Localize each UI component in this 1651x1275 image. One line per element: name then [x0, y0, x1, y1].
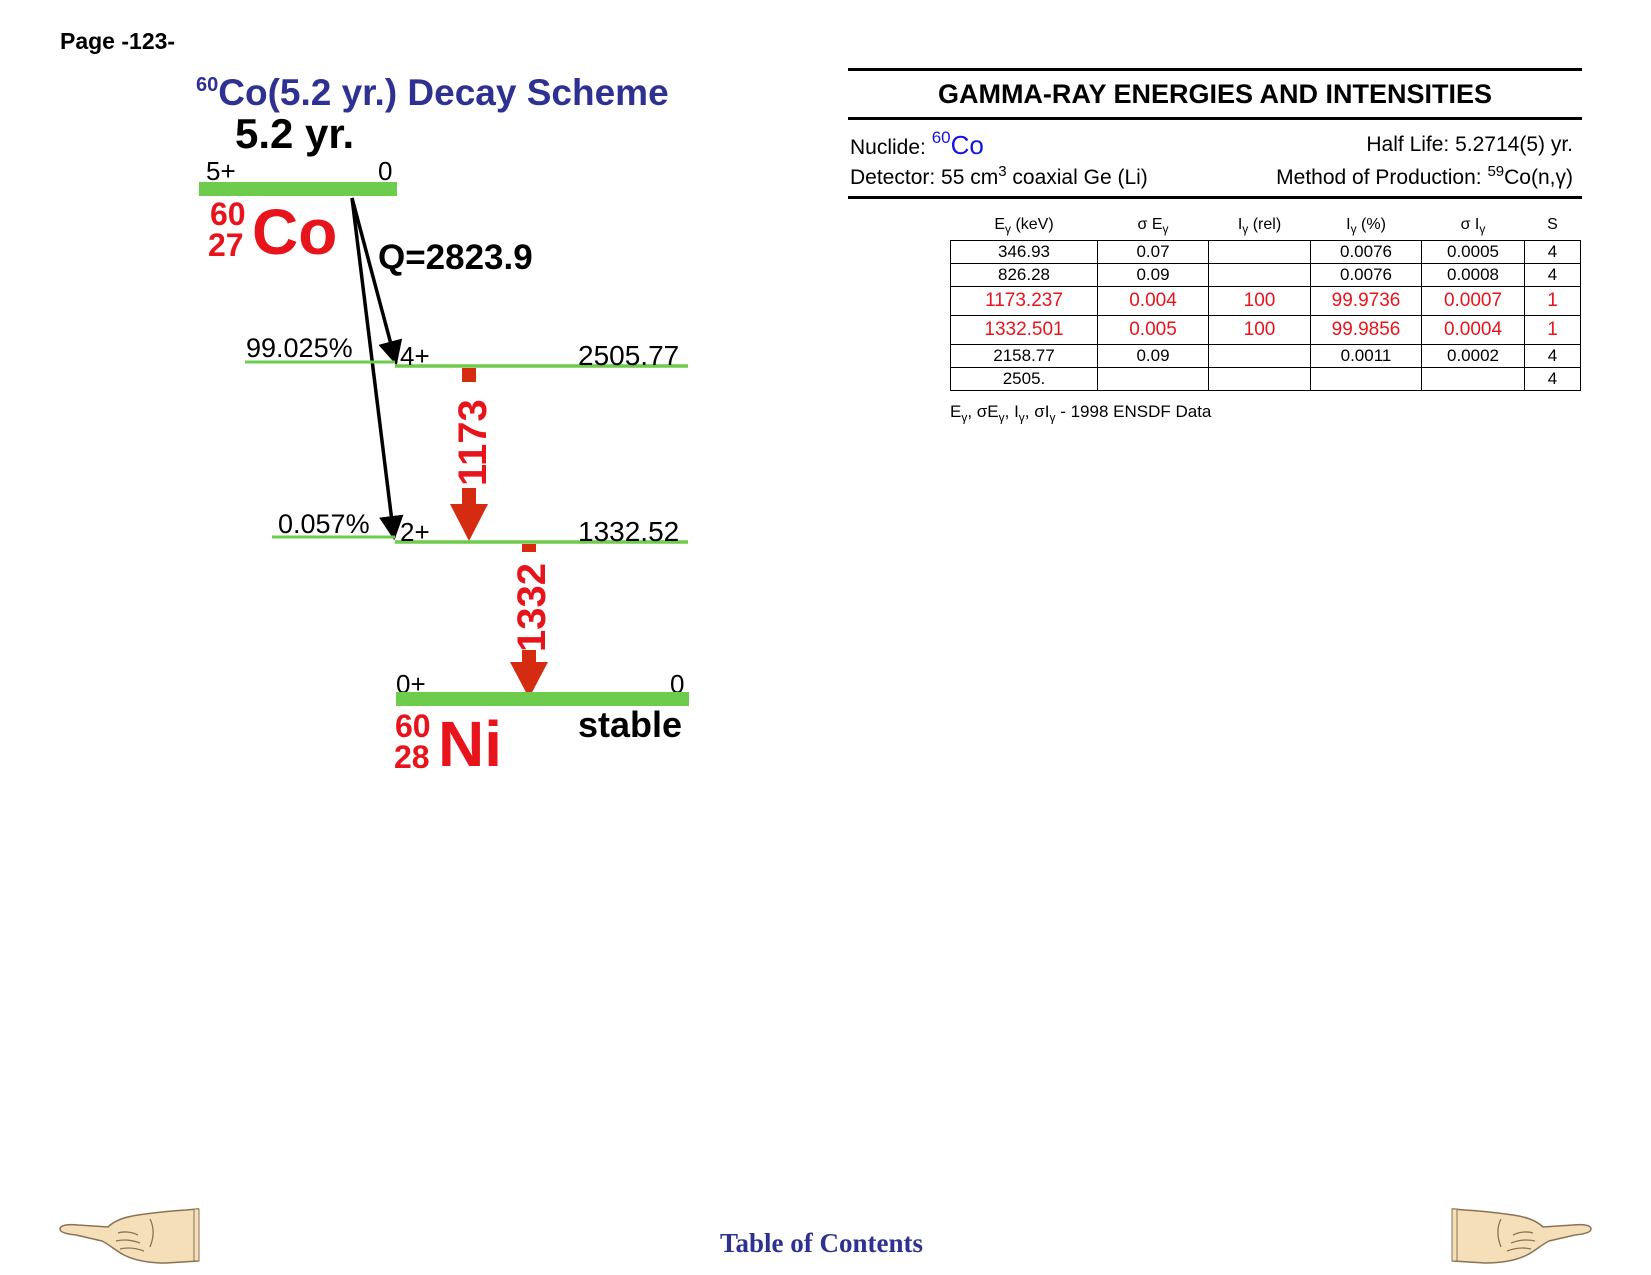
table-cell: 826.28	[950, 263, 1098, 287]
decay-scheme-title: 60Co(5.2 yr.) Decay Scheme	[196, 72, 669, 114]
nuclide-line: Nuclide: 60Co	[850, 128, 984, 161]
title-text: Co(5.2 yr.) Decay Scheme	[218, 72, 669, 113]
page-number: Page -123-	[60, 28, 176, 54]
table-cell	[1208, 344, 1311, 368]
column-header: σ Eγ	[1137, 215, 1169, 237]
table-cell: 1332.501	[950, 315, 1098, 345]
table-cell: 2158.77	[950, 344, 1098, 368]
level-spin-2plus: 2+	[400, 517, 430, 547]
daughter-mass-number: 60	[395, 708, 431, 744]
table-cell: 0.09	[1097, 263, 1209, 287]
table-cell: 4	[1524, 367, 1581, 391]
table-cell: 0.09	[1097, 344, 1209, 368]
table-cell	[1310, 367, 1422, 391]
table-header-row: Eγ (keV) σ Eγ Iγ (rel) Iγ (%) σ Iγ S	[951, 212, 1581, 241]
beta-branch-arrow-2plus	[350, 197, 404, 541]
parent-symbol: Co	[252, 196, 337, 268]
daughter-status: stable	[578, 704, 682, 745]
level-energy-4plus: 2505.77	[578, 340, 679, 371]
gamma-1173-label: 1173	[451, 399, 495, 486]
branch-ratio-4plus: 99.025%	[246, 333, 353, 363]
parent-atomic-number: 27	[208, 227, 244, 263]
daughter-energy: 0	[670, 669, 684, 699]
gamma-1173-arrow-stem	[462, 488, 476, 504]
column-header: Iγ (%)	[1346, 215, 1386, 237]
nuclide-label: Nuclide:	[850, 136, 932, 159]
parent-energy: 0	[378, 156, 392, 186]
table-cell: 4	[1524, 263, 1581, 287]
table-cell: 1173.237	[950, 286, 1098, 316]
title-mass-number: 60	[196, 74, 219, 96]
table-cell: 99.9736	[1310, 286, 1422, 316]
daughter-symbol: Ni	[438, 708, 502, 780]
table-cell	[1097, 367, 1209, 391]
table-cell: 4	[1524, 344, 1581, 368]
table-cell: 0.005	[1097, 315, 1209, 345]
table-cell: 0.0076	[1310, 240, 1422, 264]
detector-info: Detector: 55 cm3 coaxial Ge (Li)	[850, 163, 1148, 189]
table-cell: 2505.	[950, 367, 1098, 391]
table-cell: 0.0008	[1421, 263, 1525, 287]
column-header: Eγ (keV)	[994, 215, 1054, 237]
table-cell	[1421, 367, 1525, 391]
gamma-1332-arrow-stem	[522, 650, 536, 662]
q-value: Q=2823.9	[378, 238, 533, 277]
parent-spin: 5+	[206, 156, 236, 186]
pointing-hand-left-icon[interactable]	[58, 1205, 203, 1267]
table-row: 2505. 4	[950, 367, 1581, 391]
branch-ratio-2plus: 0.057%	[278, 509, 370, 539]
decay-scheme-diagram: 5.2 yr. 5+ 0 60 27 Co Q=2823.9 99.025% 4…	[199, 110, 689, 780]
table-cell: 346.93	[950, 240, 1098, 264]
daughter-atomic-number: 28	[394, 739, 430, 775]
info-divider	[848, 196, 1582, 199]
table-cell: 1	[1524, 286, 1581, 316]
table-footnote: Eγ, σEγ, Iγ, σIγ - 1998 ENSDF Data	[950, 402, 1212, 425]
column-header: σ Iγ	[1460, 215, 1486, 237]
table-cell: 99.9856	[1310, 315, 1422, 345]
level-energy-2plus: 1332.52	[578, 516, 679, 547]
table-cell: 100	[1208, 286, 1311, 316]
table-cell: 0.0011	[1310, 344, 1422, 368]
gamma-1332-arrow-head	[510, 662, 548, 698]
nuclide-value: 60Co	[931, 128, 984, 160]
table-cell: 0.0007	[1421, 286, 1525, 316]
column-header: S	[1547, 215, 1558, 233]
footnote-source: - 1998 ENSDF Data	[1055, 402, 1212, 421]
gamma-section-title: GAMMA-RAY ENERGIES AND INTENSITIES	[848, 68, 1582, 120]
table-cell: 0.0002	[1421, 344, 1525, 368]
level-spin-4plus: 4+	[400, 341, 430, 371]
table-cell: 4	[1524, 240, 1581, 264]
table-cell	[1208, 240, 1311, 264]
parent-level-line	[199, 182, 397, 196]
table-cell	[1208, 367, 1311, 391]
daughter-level-line	[396, 692, 689, 706]
table-cell: 0.0076	[1310, 263, 1422, 287]
gamma-1173-arrow-stem-top	[462, 368, 476, 382]
pointing-hand-right-icon[interactable]	[1448, 1205, 1593, 1267]
half-life-info: Half Life: 5.2714(5) yr.	[1366, 133, 1573, 156]
gamma-1332-arrow-stem-top	[522, 544, 536, 552]
table-cell	[1208, 263, 1311, 287]
gamma-1332-label: 1332	[510, 563, 554, 652]
half-life-label: 5.2 yr.	[235, 110, 354, 157]
table-cell: 0.0004	[1421, 315, 1525, 345]
parent-mass-number: 60	[210, 196, 246, 232]
table-cell: 1	[1524, 315, 1581, 345]
table-cell: 0.07	[1097, 240, 1209, 264]
production-method-info: Method of Production: 59Co(n,γ)	[1276, 163, 1573, 189]
table-cell: 100	[1208, 315, 1311, 345]
gamma-1173-arrow-head	[450, 504, 488, 541]
beta-branch-arrow-4plus	[350, 197, 403, 366]
table-cell: 0.004	[1097, 286, 1209, 316]
column-header: Iγ (rel)	[1237, 215, 1282, 237]
table-of-contents-link[interactable]: Table of Contents	[720, 1228, 924, 1258]
table-cell: 0.0005	[1421, 240, 1525, 264]
